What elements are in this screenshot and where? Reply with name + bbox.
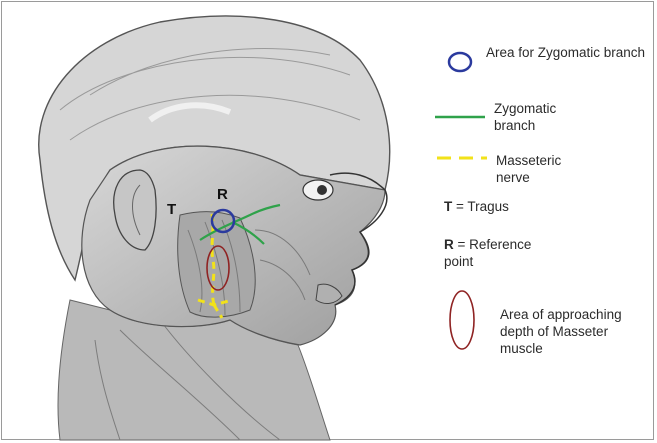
legend-masseter-area: Area of approaching depth of Masseter mu… <box>500 306 650 357</box>
legend-reference: R = Reference point <box>444 236 554 270</box>
legend-tragus-def: = Tragus <box>452 199 509 214</box>
legend-tragus: T = Tragus <box>444 198 624 215</box>
tragus-marker-label: T <box>167 201 176 218</box>
legend-masseteric-nerve: Masseteric nerve <box>496 152 596 186</box>
legend-reference-def: = Reference point <box>444 237 531 269</box>
legend-tragus-key: T <box>444 199 452 214</box>
legend-area-zygomatic: Area for Zygomatic branch <box>486 44 646 61</box>
blue-circle-icon <box>449 53 471 71</box>
legend-reference-key: R <box>444 237 454 252</box>
red-ellipse-icon <box>450 291 474 349</box>
legend-zygomatic-branch: Zygomatic branch <box>494 100 594 134</box>
reference-marker-label: R <box>217 186 228 203</box>
